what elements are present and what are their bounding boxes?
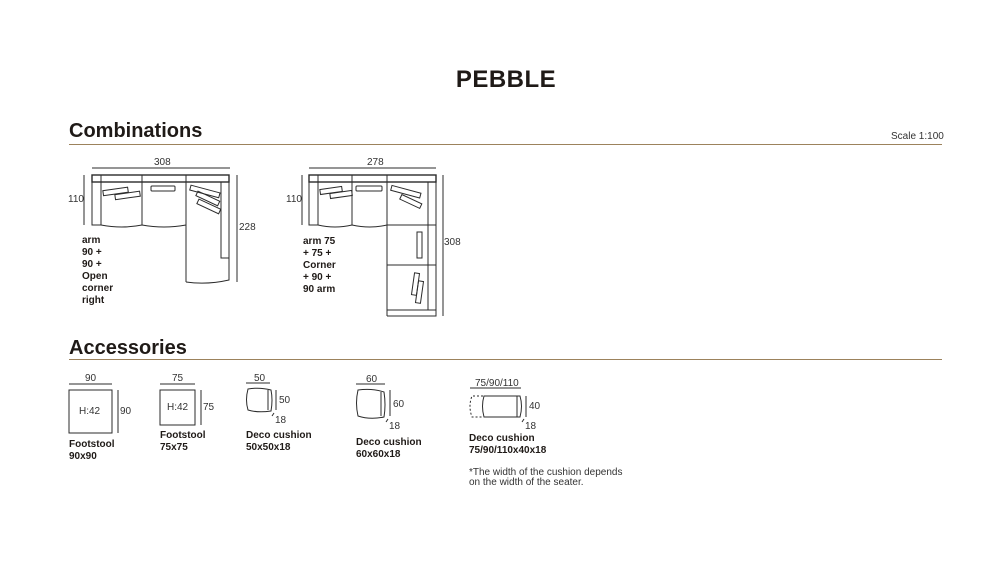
accessory-label: Deco cushion 75/90/110x40x18 — [469, 433, 547, 456]
accessory-label: Deco cushion 60x60x18 — [356, 437, 422, 460]
footstool-height-label: H:42 — [167, 402, 189, 413]
combination-label: arm 75 + 75 + Corner + 90 + 90 arm — [303, 236, 336, 295]
dim-depth: 110 — [286, 194, 302, 205]
dim-width: 60 — [366, 374, 378, 385]
dim-height: 75 — [203, 402, 215, 413]
dim-width: 278 — [367, 157, 384, 168]
dim-width: 50 — [254, 373, 266, 384]
accessory-label: Footstool 90x90 — [69, 439, 115, 462]
dim-height: 50 — [279, 395, 291, 406]
dim-height: 60 — [393, 399, 405, 410]
dim-length: 308 — [444, 237, 461, 248]
accessories-heading: Accessories — [69, 337, 187, 359]
dim-width: 308 — [154, 157, 171, 168]
accessory-label: Footstool 75x75 — [160, 430, 206, 453]
combination-label: arm 90 + 90 + Open corner right — [82, 235, 114, 306]
scale-label: Scale 1:100 — [891, 131, 944, 142]
dim-depth: 18 — [525, 421, 537, 432]
combinations-divider — [69, 144, 942, 145]
dim-depth: 18 — [389, 421, 401, 432]
dim-width: 75/90/110 — [475, 378, 519, 389]
page-title: PEBBLE — [455, 66, 557, 93]
accessories-divider — [69, 359, 942, 360]
dim-depth: 18 — [275, 415, 287, 426]
dim-width: 75 — [172, 373, 184, 384]
footnote: *The width of the cushion depends on the… — [469, 467, 623, 488]
dim-width: 90 — [85, 373, 97, 384]
dim-length: 228 — [239, 222, 256, 233]
accessory-label: Deco cushion 50x50x18 — [246, 430, 312, 453]
dim-height: 90 — [120, 406, 132, 417]
dim-depth: 110 — [68, 194, 84, 205]
footstool-height-label: H:42 — [79, 406, 101, 417]
dim-height: 40 — [529, 401, 541, 412]
combinations-heading: Combinations — [69, 120, 203, 142]
